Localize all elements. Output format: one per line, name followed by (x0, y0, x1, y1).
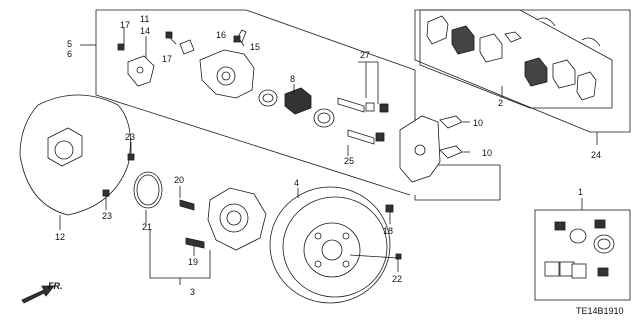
callout-1: 1 (578, 187, 584, 197)
front-arrow-icon (21, 285, 55, 304)
callout-14: 14 (140, 26, 151, 36)
caliper-bracket (399, 115, 463, 183)
callout-17b: 17 (162, 54, 173, 64)
seal-kit-frame (534, 198, 631, 301)
seal-kit-parts (544, 219, 615, 279)
callout-11: 11 (140, 14, 150, 24)
callout-23a: 23 (125, 132, 136, 142)
callout-20: 20 (174, 175, 185, 185)
guide-pins (337, 97, 389, 145)
callout-18: 18 (383, 226, 394, 236)
callout-10b: 10 (482, 148, 493, 158)
callout-8: 8 (290, 74, 296, 84)
brake-pad (451, 25, 475, 55)
front-direction-label: FR. (48, 281, 63, 291)
callout-25: 25 (344, 156, 355, 166)
callout-5: 5 (67, 39, 73, 49)
brake-disc (269, 186, 391, 304)
caliper-group-frame (80, 9, 501, 201)
callout-2: 2 (498, 98, 504, 108)
brake-pad-parts (426, 15, 601, 101)
callout-22: 22 (392, 274, 403, 284)
wear-indicator (504, 31, 522, 43)
callout-21: 21 (142, 222, 153, 232)
pad-inner-frame (419, 9, 613, 109)
piston-parts (258, 87, 335, 128)
callout-16: 16 (216, 30, 227, 40)
brake-pad-3 (524, 57, 548, 87)
callout-15: 15 (250, 42, 261, 52)
callout-27: 27 (360, 50, 371, 60)
pad-shim-2 (576, 71, 597, 101)
pad-clip (536, 17, 556, 27)
callout-10a: 10 (473, 118, 484, 128)
callout-23b: 23 (102, 211, 113, 221)
bleeder (179, 39, 195, 55)
hub-bearing (179, 187, 267, 251)
pad-shim (426, 15, 449, 45)
bolts (102, 31, 402, 260)
pad-clip-2 (581, 37, 601, 47)
leader-lines (59, 28, 470, 285)
callout-12: 12 (55, 232, 66, 242)
callout-17a: 17 (120, 20, 131, 30)
brake-pad-2 (479, 33, 503, 63)
callout-4: 4 (294, 178, 300, 188)
callout-3: 3 (190, 287, 196, 297)
caliper-body (179, 29, 255, 99)
o-ring (133, 171, 163, 209)
diagram-code: TE14B1910 (576, 306, 624, 316)
callout-6: 6 (67, 49, 73, 59)
callout-19: 19 (188, 257, 199, 267)
bracket-plate (127, 55, 155, 87)
callout-24: 24 (591, 150, 602, 160)
brake-pad-4 (552, 59, 576, 89)
splash-shield (19, 94, 131, 216)
